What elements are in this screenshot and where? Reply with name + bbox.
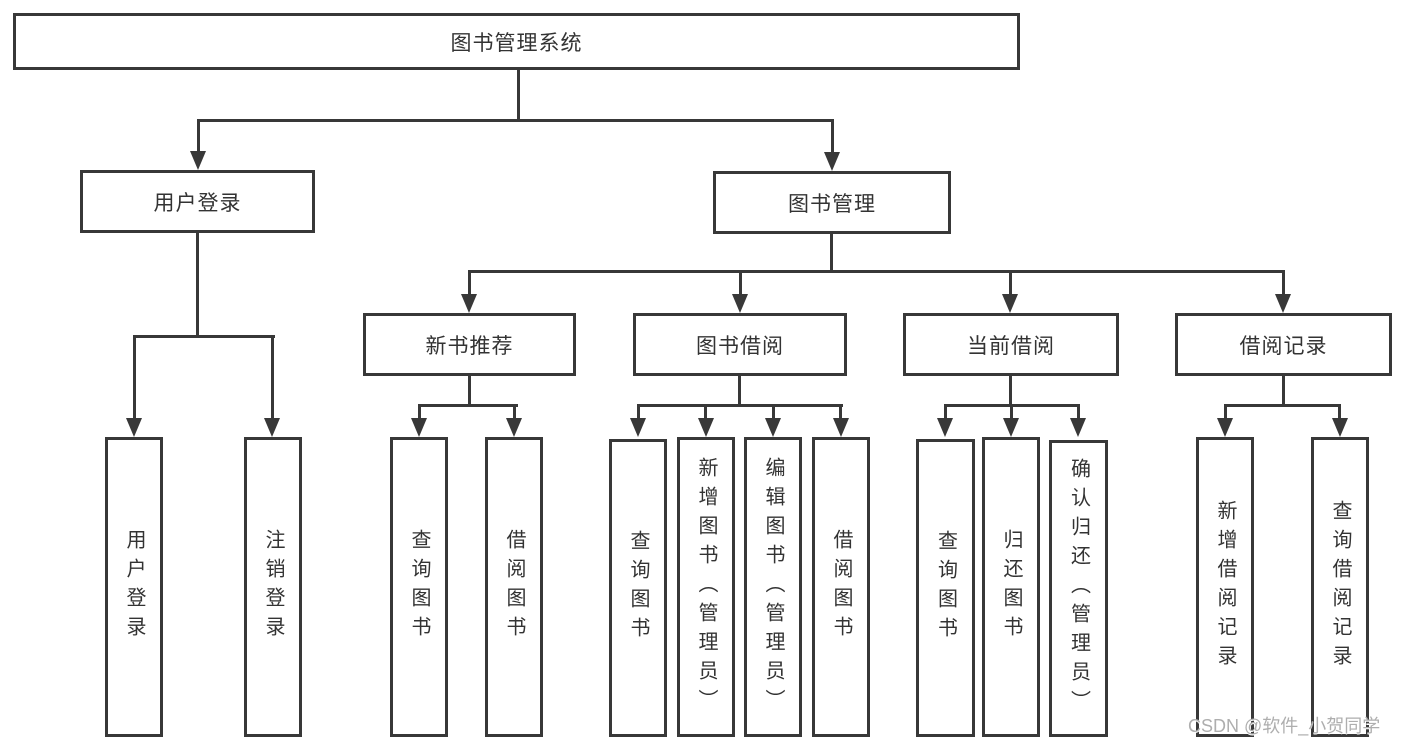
- arrow-down-icon: [1332, 418, 1348, 437]
- connector-line: [944, 404, 947, 424]
- connector-line: [196, 233, 199, 338]
- connector-line: [418, 404, 421, 424]
- node-book-management: 图书管理: [713, 171, 951, 234]
- arrow-down-icon: [732, 294, 748, 313]
- node-leaf-query-book-current: 查询图书: [916, 439, 975, 737]
- node-leaf-query-book-recommend: 查询图书: [390, 437, 448, 737]
- arrow-down-icon: [1217, 418, 1233, 437]
- connector-line: [1009, 376, 1012, 407]
- connector-line: [738, 376, 741, 407]
- node-root: 图书管理系统: [13, 13, 1020, 70]
- arrow-down-icon: [1003, 418, 1019, 437]
- connector-line: [1282, 270, 1285, 297]
- node-leaf-confirm-return-admin: 确认归还（管理员）: [1049, 440, 1108, 737]
- node-leaf-return-book: 归还图书: [982, 437, 1040, 737]
- node-borrow-records: 借阅记录: [1175, 313, 1392, 376]
- connector-line: [1224, 404, 1227, 424]
- connector-line: [637, 404, 843, 407]
- arrow-down-icon: [190, 151, 206, 170]
- connector-line: [831, 119, 834, 155]
- arrow-down-icon: [824, 152, 840, 171]
- node-leaf-logout: 注销登录: [244, 437, 302, 737]
- connector-line: [197, 119, 200, 155]
- connector-line: [637, 404, 640, 424]
- connector-line: [1077, 404, 1080, 424]
- arrow-down-icon: [765, 418, 781, 437]
- connector-line: [1282, 376, 1285, 407]
- node-leaf-query-book-borrow: 查询图书: [609, 439, 667, 737]
- arrow-down-icon: [411, 418, 427, 437]
- node-current-borrow: 当前借阅: [903, 313, 1119, 376]
- connector-line: [739, 270, 742, 297]
- node-leaf-user-login: 用户登录: [105, 437, 163, 737]
- connector-line: [468, 270, 471, 297]
- connector-line: [197, 119, 834, 122]
- connector-line: [704, 404, 707, 424]
- arrow-down-icon: [264, 418, 280, 437]
- connector-line: [468, 376, 471, 407]
- arrow-down-icon: [506, 418, 522, 437]
- node-leaf-borrow-book-recommend: 借阅图书: [485, 437, 543, 737]
- node-leaf-edit-book-admin: 编辑图书（管理员）: [744, 437, 802, 737]
- connector-line: [271, 335, 274, 419]
- connector-line: [1010, 404, 1013, 424]
- connector-line: [830, 234, 833, 273]
- connector-line: [468, 270, 1285, 273]
- node-leaf-add-book-admin: 新增图书（管理员）: [677, 437, 735, 737]
- connector-line: [513, 404, 516, 424]
- arrow-down-icon: [833, 418, 849, 437]
- arrow-down-icon: [126, 418, 142, 437]
- arrow-down-icon: [630, 418, 646, 437]
- connector-line: [1224, 404, 1341, 407]
- connector-line: [418, 404, 518, 407]
- arrow-down-icon: [1275, 294, 1291, 313]
- connector-line: [517, 70, 520, 122]
- arrow-down-icon: [1070, 418, 1086, 437]
- node-leaf-add-borrow-record: 新增借阅记录: [1196, 437, 1254, 737]
- csdn-watermark: CSDN @软件_小贺同学: [1188, 716, 1381, 736]
- node-leaf-query-borrow-record: 查询借阅记录: [1311, 437, 1369, 737]
- node-user-login: 用户登录: [80, 170, 315, 233]
- arrow-down-icon: [937, 418, 953, 437]
- node-book-borrow: 图书借阅: [633, 313, 847, 376]
- connector-line: [133, 335, 136, 419]
- arrow-down-icon: [461, 294, 477, 313]
- connector-line: [1009, 270, 1012, 297]
- arrow-down-icon: [1002, 294, 1018, 313]
- connector-line: [1338, 404, 1341, 424]
- node-leaf-borrow-book: 借阅图书: [812, 437, 870, 737]
- arrow-down-icon: [698, 418, 714, 437]
- connector-line: [839, 404, 842, 424]
- connector-line: [134, 335, 275, 338]
- node-new-book-recommend: 新书推荐: [363, 313, 576, 376]
- connector-line: [772, 404, 775, 424]
